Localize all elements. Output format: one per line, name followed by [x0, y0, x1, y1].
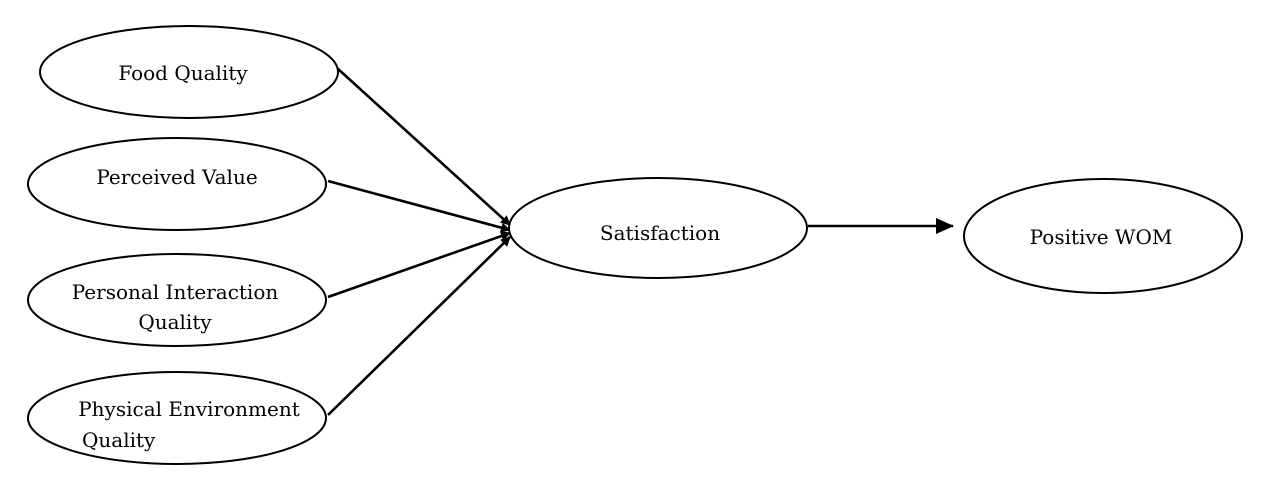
node-physical-environment-quality: Physical Environment Quality	[27, 371, 327, 465]
node-positive-wom-ellipse	[963, 178, 1243, 294]
node-positive-wom-label: Positive WOM	[1030, 225, 1173, 249]
node-physical-environment-quality-ellipse	[27, 371, 327, 465]
edge-physical-environment-to-satisfaction	[327, 236, 511, 416]
edges	[327, 67, 954, 416]
edge-perceived-value-to-satisfaction	[327, 179, 511, 233]
node-food-quality-label: Food Quality	[118, 61, 248, 85]
node-personal-interaction-quality: Personal Interaction Quality	[27, 253, 327, 347]
node-positive-wom: Positive WOM	[963, 178, 1243, 294]
node-physical-environment-quality-label-line2: Quality	[82, 428, 156, 452]
edge-personal-interaction-to-satisfaction	[327, 231, 511, 299]
node-personal-interaction-quality-label-line1: Personal Interaction	[72, 280, 279, 304]
node-satisfaction-label: Satisfaction	[600, 221, 720, 245]
node-satisfaction: Satisfaction	[508, 177, 808, 279]
node-perceived-value: Perceived Value	[27, 137, 327, 231]
node-perceived-value-ellipse	[27, 137, 327, 231]
edge-food-quality-to-satisfaction	[336, 67, 511, 226]
node-food-quality: Food Quality	[39, 25, 339, 119]
node-food-quality-ellipse	[39, 25, 339, 119]
node-satisfaction-ellipse	[508, 177, 808, 279]
node-perceived-value-label: Perceived Value	[96, 165, 257, 189]
node-physical-environment-quality-label-line1: Physical Environment	[78, 397, 300, 421]
node-personal-interaction-quality-label-line2: Quality	[138, 310, 212, 334]
node-personal-interaction-quality-ellipse	[27, 253, 327, 347]
